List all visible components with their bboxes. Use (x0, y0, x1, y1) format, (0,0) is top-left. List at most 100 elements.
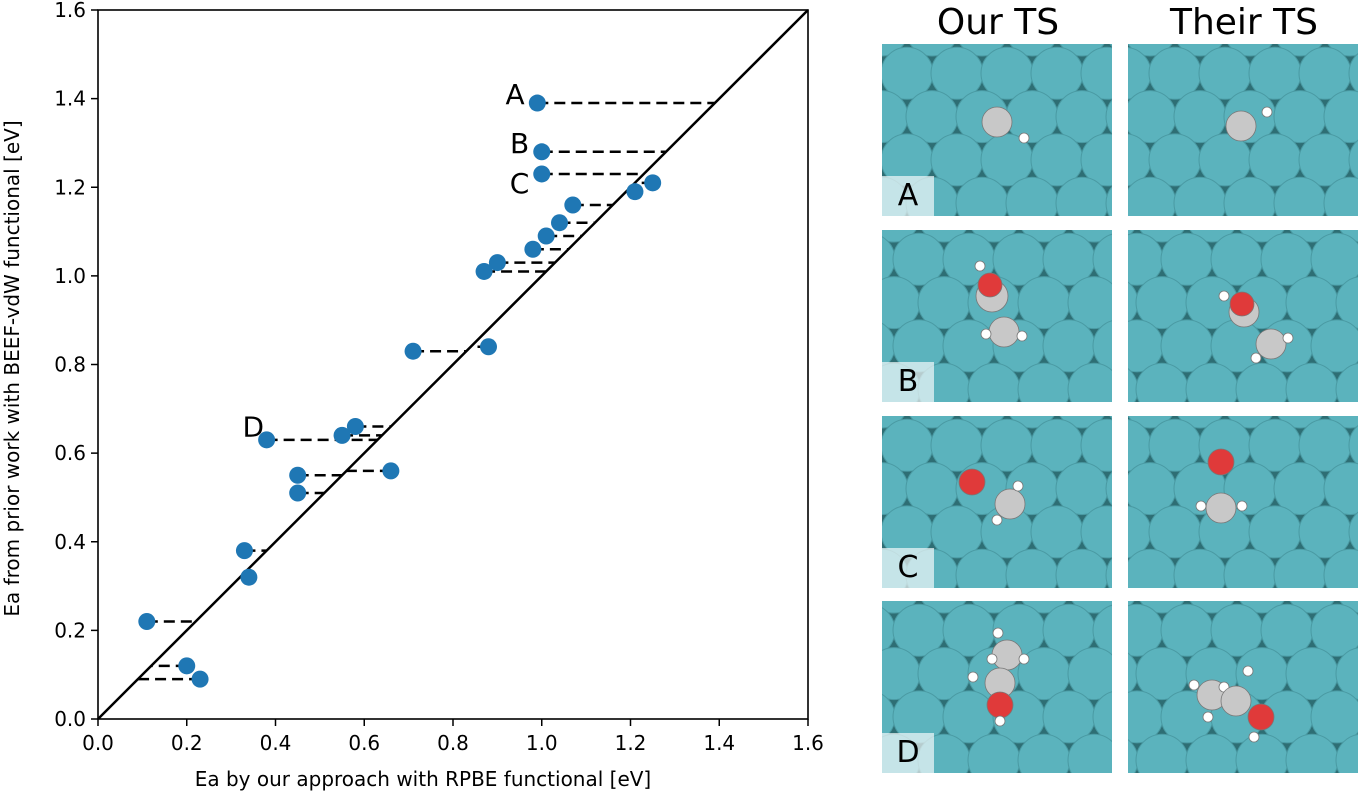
carbon-atom (1205, 492, 1237, 524)
hydrogen-atom (1261, 106, 1273, 118)
x-tick-label-1: 0.2 (171, 731, 203, 755)
hydrogen-atom (992, 627, 1004, 639)
data-point-13 (346, 418, 364, 436)
structure-tile-c-their (1128, 416, 1358, 588)
y-tick-label-0: 0.0 (54, 707, 86, 731)
x-tick-label-6: 1.2 (615, 731, 647, 755)
carbon-atom (1225, 110, 1257, 142)
oxygen-atom (958, 468, 986, 496)
hydrogen-atom (986, 653, 998, 665)
y-tick-label-6: 1.2 (54, 175, 86, 199)
carbon-atom (991, 639, 1023, 671)
structure-tile-c-our: C (882, 416, 1112, 588)
hydrogen-atom (1250, 352, 1262, 364)
x-tick-label-2: 0.4 (260, 731, 292, 755)
x-tick-label-8: 1.6 (792, 731, 824, 755)
structure-tile-a-their (1128, 44, 1358, 216)
data-point-14 (333, 426, 351, 444)
data-point-22 (178, 657, 196, 675)
hydrogen-atom (1018, 653, 1030, 665)
carbon-atom (994, 488, 1026, 520)
row-label-b: B (882, 362, 934, 402)
data-point-23 (191, 670, 209, 688)
y-tick-label-4: 0.8 (54, 353, 86, 377)
data-point-3 (644, 174, 662, 192)
oxygen-atom (986, 691, 1014, 719)
annotation-C: C (510, 167, 530, 200)
row-label-a: A (882, 176, 934, 216)
hydrogen-atom (1016, 330, 1028, 342)
x-tick-label-3: 0.6 (348, 731, 380, 755)
data-point-20 (240, 568, 258, 586)
data-point-19 (235, 542, 253, 560)
data-point-7 (537, 227, 555, 245)
surface-render (1128, 44, 1358, 216)
annotation-D: D (243, 411, 265, 444)
parity-chart: 0.0 0.2 0.4 0.6 0.8 1.0 1.2 1.4 1.6 0.0 0.2 0.4 0.6 0… (0, 0, 824, 791)
hydrogen-atom (1202, 711, 1214, 723)
surface-render (882, 230, 1112, 402)
y-tick-label-3: 0.6 (54, 441, 86, 465)
surface-render (882, 44, 1112, 216)
structure-tile-a-our: A (882, 44, 1112, 216)
carbon-atom (1255, 328, 1287, 360)
carbon-atom (1220, 685, 1252, 717)
data-point-6 (551, 214, 568, 232)
x-tick-label-0: 0.0 (82, 731, 114, 755)
data-point-16 (382, 462, 400, 480)
data-point-21 (138, 613, 156, 631)
hydrogen-atom (1248, 731, 1260, 743)
hydrogen-atom (991, 514, 1003, 526)
data-point-1 (533, 143, 551, 161)
annotation-A: A (506, 78, 525, 111)
panel-header-our-ts: Our TS (936, 2, 1060, 43)
oxygen-atom (1207, 448, 1235, 476)
data-point-18 (289, 484, 307, 502)
row-label-d: D (882, 733, 934, 773)
y-tick-label-1: 0.2 (54, 618, 86, 642)
hydrogen-atom (1188, 679, 1200, 691)
x-axis-label: Ea by our approach with RPBE functional … (195, 767, 652, 791)
hydrogen-atom (1218, 290, 1230, 302)
oxygen-atom (977, 272, 1003, 298)
data-point-15 (258, 431, 276, 449)
carbon-atom (988, 316, 1020, 348)
structure-tile-b-our: B (882, 230, 1112, 402)
data-point-5 (564, 196, 582, 214)
hydrogen-atom (1282, 332, 1294, 344)
carbon-atom (981, 106, 1013, 138)
x-tick-label-4: 0.8 (437, 731, 469, 755)
data-point-9 (488, 254, 506, 272)
hydrogen-atom (1195, 500, 1207, 512)
data-point-0 (528, 94, 546, 112)
hydrogen-atom (994, 715, 1006, 727)
data-point-12 (404, 342, 422, 360)
y-axis-label: Ea from prior work with BEEF-vdW functio… (0, 120, 24, 616)
surface-render (1128, 230, 1358, 402)
x-tick-label-5: 1.0 (526, 731, 558, 755)
hydrogen-atom (1236, 500, 1248, 512)
data-point-10 (475, 262, 493, 280)
annotation-B: B (510, 127, 529, 160)
data-point-8 (524, 240, 542, 258)
hydrogen-atom (1018, 132, 1030, 144)
y-tick-label-2: 0.4 (54, 530, 86, 554)
structure-tile-d-their (1128, 601, 1358, 773)
hydrogen-atom (1242, 665, 1254, 677)
data-point-11 (480, 338, 497, 356)
surface-render (1128, 601, 1358, 773)
hydrogen-atom (967, 671, 979, 683)
parity-line (97, 9, 809, 720)
hydrogen-atom (1012, 480, 1024, 492)
data-point-4 (626, 183, 644, 201)
data-point-17 (289, 466, 307, 484)
structure-tile-b-their (1128, 230, 1358, 402)
structure-tile-d-our: D (882, 601, 1112, 773)
oxygen-atom (1247, 703, 1275, 731)
y-tick-label-7: 1.4 (54, 87, 86, 111)
y-tick-label-8: 1.6 (54, 0, 86, 22)
hydrogen-atom (974, 260, 986, 272)
hydrogen-atom (980, 328, 992, 340)
panel-header-their-ts: Their TS (1169, 2, 1319, 43)
row-label-c: C (882, 548, 934, 588)
